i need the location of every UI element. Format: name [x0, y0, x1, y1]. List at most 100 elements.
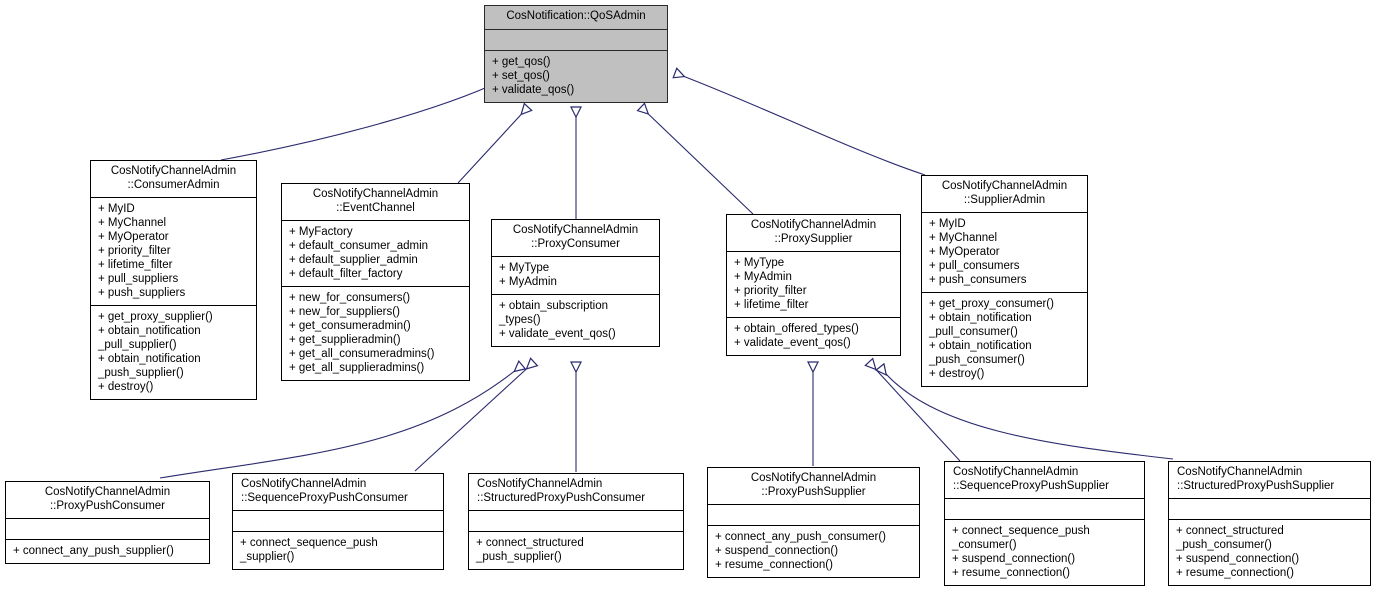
attribute: + MyFactory: [289, 226, 353, 238]
class-box-sequenceproxypushconsumer[interactable]: CosNotifyChannelAdmin ::SequenceProxyPus…: [232, 473, 444, 570]
attribute: + push_suppliers: [98, 287, 186, 299]
attribute: + pull_suppliers: [98, 273, 179, 285]
class-box-proxysupplier[interactable]: CosNotifyChannelAdmin ::ProxySupplier + …: [726, 214, 901, 356]
attribute: + default_supplier_admin: [289, 254, 418, 266]
operation: + obtain_notification _push_consumer(): [929, 340, 1032, 366]
attribute: + MyType: [499, 262, 550, 274]
class-ops-structuredproxypushsupplier: + connect_structured _push_consumer() + …: [1169, 519, 1370, 585]
edge-consumeradmin-qosadmin: [220, 80, 503, 161]
class-box-structuredproxypushconsumer[interactable]: CosNotifyChannelAdmin ::StructuredProxyP…: [468, 473, 684, 570]
attribute: + MyAdmin: [734, 271, 792, 283]
attribute: + MyAdmin: [499, 276, 557, 288]
class-attrs-sequenceproxypushsupplier: [945, 498, 1144, 519]
class-box-proxypushconsumer[interactable]: CosNotifyChannelAdmin ::ProxyPushConsume…: [5, 481, 210, 564]
attribute: + MyID: [929, 218, 966, 230]
class-ops-proxyconsumer: + obtain_subscription _types() + validat…: [492, 294, 659, 346]
attribute: + MyType: [734, 257, 785, 269]
class-title-proxyconsumer: CosNotifyChannelAdmin ::ProxyConsumer: [512, 224, 639, 250]
operation: + connect_structured _push_consumer(): [1176, 525, 1284, 551]
class-box-proxypushsupplier[interactable]: CosNotifyChannelAdmin ::ProxyPushSupplie…: [707, 467, 920, 578]
class-box-structuredproxypushsupplier[interactable]: CosNotifyChannelAdmin ::StructuredProxyP…: [1168, 461, 1371, 586]
edge-proxysupplier-qosadmin: [641, 107, 754, 215]
class-attrs-supplieradmin: + MyID + MyChannel + MyOperator + pull_c…: [922, 212, 1087, 292]
class-attrs-structuredproxypushsupplier: [1169, 498, 1370, 519]
class-attrs-eventchannel: + MyFactory + default_consumer_admin + d…: [282, 220, 469, 286]
class-ops-sequenceproxypushsupplier: + connect_sequence_push _consumer() + su…: [945, 519, 1144, 585]
operation: + get_all_consumeradmins(): [289, 348, 435, 360]
operation: + get_proxy_supplier(): [98, 311, 213, 323]
operation: + set_qos(): [492, 69, 550, 82]
class-attrs-structuredproxypushconsumer: [469, 510, 683, 531]
operation: + obtain_notification _push_supplier(): [98, 353, 201, 379]
class-title-structuredproxypushsupplier: CosNotifyChannelAdmin ::StructuredProxyP…: [1177, 466, 1335, 492]
operation: + resume_connection(): [1176, 567, 1294, 579]
class-title-sequenceproxypushconsumer: CosNotifyChannelAdmin ::SequenceProxyPus…: [241, 478, 408, 504]
edge-eventchannel-qosadmin: [457, 107, 528, 184]
operation: + get_qos(): [492, 55, 551, 68]
attribute: + MyChannel: [98, 217, 167, 229]
operation: + get_proxy_consumer(): [929, 298, 1054, 310]
operation: + new_for_suppliers(): [289, 306, 400, 318]
class-ops-qosadmin: + get_qos() + set_qos() + validate_qos(): [485, 49, 667, 102]
class-box-qosadmin[interactable]: CosNotification::QoSAdmin + get_qos() + …: [484, 5, 668, 103]
operation: + obtain_notification _pull_consumer(): [929, 312, 1032, 338]
class-ops-consumeradmin: + get_proxy_supplier() + obtain_notifica…: [91, 305, 256, 399]
attribute: + priority_filter: [734, 285, 807, 297]
attribute: + lifetime_filter: [734, 299, 809, 311]
operation: + obtain_subscription _types(): [499, 300, 609, 326]
class-attrs-proxypushsupplier: [708, 504, 919, 525]
class-attrs-proxyconsumer: + MyType + MyAdmin: [492, 256, 659, 294]
class-ops-eventchannel: + new_for_consumers() + new_for_supplier…: [282, 286, 469, 380]
class-attrs-proxypushconsumer: [6, 518, 209, 539]
class-box-supplieradmin[interactable]: CosNotifyChannelAdmin ::SupplierAdmin + …: [921, 175, 1088, 387]
attribute: + MyOperator: [929, 246, 1000, 258]
class-title-qosadmin: CosNotification::QoSAdmin: [506, 10, 646, 22]
attribute: + priority_filter: [98, 245, 171, 257]
attribute: + lifetime_filter: [98, 259, 173, 271]
class-attrs-proxysupplier: + MyType + MyAdmin + priority_filter + l…: [727, 251, 900, 317]
attribute: + push_consumers: [929, 274, 1027, 286]
operation: + get_all_supplieradmins(): [289, 362, 425, 374]
attribute: + pull_consumers: [929, 260, 1020, 272]
operation: + connect_any_push_supplier(): [13, 545, 174, 557]
operation: + obtain_offered_types(): [734, 323, 859, 335]
attribute: + MyChannel: [929, 232, 998, 244]
class-title-structuredproxypushconsumer: CosNotifyChannelAdmin ::StructuredProxyP…: [477, 478, 646, 504]
operation: + validate_event_qos(): [734, 337, 851, 349]
operation: + validate_qos(): [492, 83, 575, 96]
class-box-eventchannel[interactable]: CosNotifyChannelAdmin ::EventChannel + M…: [281, 183, 470, 381]
class-box-proxyconsumer[interactable]: CosNotifyChannelAdmin ::ProxyConsumer + …: [491, 219, 660, 347]
operation: + get_consumeradmin(): [289, 320, 411, 332]
operation: + obtain_notification _pull_supplier(): [98, 325, 201, 351]
class-box-sequenceproxypushsupplier[interactable]: CosNotifyChannelAdmin ::SequenceProxyPus…: [944, 461, 1145, 586]
operation: + connect_structured _push_supplier(): [476, 537, 584, 563]
operation: + validate_event_qos(): [499, 328, 616, 340]
operation: + destroy(): [98, 381, 154, 393]
operation: + new_for_consumers(): [289, 292, 411, 304]
class-box-consumeradmin[interactable]: CosNotifyChannelAdmin ::ConsumerAdmin + …: [90, 160, 257, 400]
operation: + suspend_connection(): [715, 545, 839, 557]
operation: + connect_sequence_push _consumer(): [952, 525, 1090, 551]
class-ops-supplieradmin: + get_proxy_consumer() + obtain_notifica…: [922, 292, 1087, 386]
class-attrs-sequenceproxypushconsumer: [233, 510, 443, 531]
operation: + suspend_connection(): [952, 553, 1076, 565]
class-ops-structuredproxypushconsumer: + connect_structured _push_supplier(): [469, 531, 683, 569]
class-ops-proxypushconsumer: + connect_any_push_supplier(): [6, 539, 209, 563]
class-ops-proxypushsupplier: + connect_any_push_consumer() + suspend_…: [708, 525, 919, 577]
operation: + destroy(): [929, 368, 985, 380]
class-title-supplieradmin: CosNotifyChannelAdmin ::SupplierAdmin: [941, 180, 1068, 206]
class-title-proxypushconsumer: CosNotifyChannelAdmin ::ProxyPushConsume…: [44, 486, 171, 512]
operation: + suspend_connection(): [1176, 553, 1300, 565]
operation: + connect_any_push_consumer(): [715, 531, 887, 543]
class-title-eventchannel: CosNotifyChannelAdmin ::EventChannel: [312, 188, 439, 214]
operation: + connect_sequence_push _supplier(): [240, 537, 378, 563]
attribute: + MyID: [98, 203, 135, 215]
class-attrs-consumeradmin: + MyID + MyChannel + MyOperator + priori…: [91, 197, 256, 305]
class-title-proxypushsupplier: CosNotifyChannelAdmin ::ProxyPushSupplie…: [750, 472, 877, 498]
operation: + resume_connection(): [715, 559, 833, 571]
class-title-proxysupplier: CosNotifyChannelAdmin ::ProxySupplier: [750, 219, 877, 245]
class-ops-sequenceproxypushconsumer: + connect_sequence_push _supplier(): [233, 531, 443, 569]
operation: + resume_connection(): [952, 567, 1070, 579]
operation: + get_supplieradmin(): [289, 334, 401, 346]
